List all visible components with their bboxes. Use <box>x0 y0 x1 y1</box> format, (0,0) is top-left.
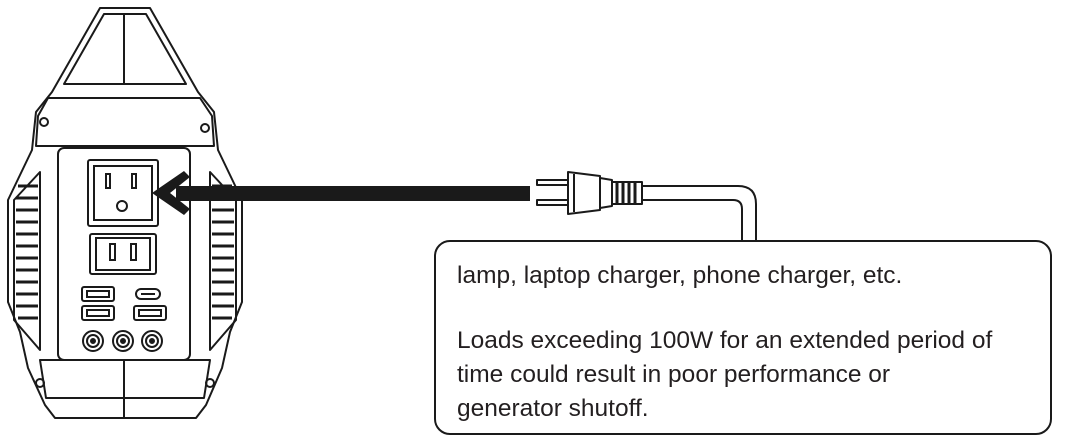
usb-a-port-icon <box>81 286 167 321</box>
callout-gap <box>457 293 1030 324</box>
callout-box: lamp, laptop charger, phone charger, etc… <box>434 240 1052 435</box>
callout-line-2: Loads exceeding 100W for an extended per… <box>457 327 993 354</box>
callout-line-1: lamp, laptop charger, phone charger, etc… <box>457 262 903 289</box>
callout-line-3: time could result in poor performance or <box>457 361 891 388</box>
generator-icon <box>7 7 243 419</box>
ac-outlet-2prong-icon <box>89 233 157 275</box>
dc-port-icon <box>82 330 163 352</box>
usb-c-port-icon <box>135 288 161 300</box>
callout-line-4: generator shutoff. <box>457 395 649 422</box>
arrow-icon <box>152 171 530 215</box>
plug-icon <box>536 171 757 242</box>
